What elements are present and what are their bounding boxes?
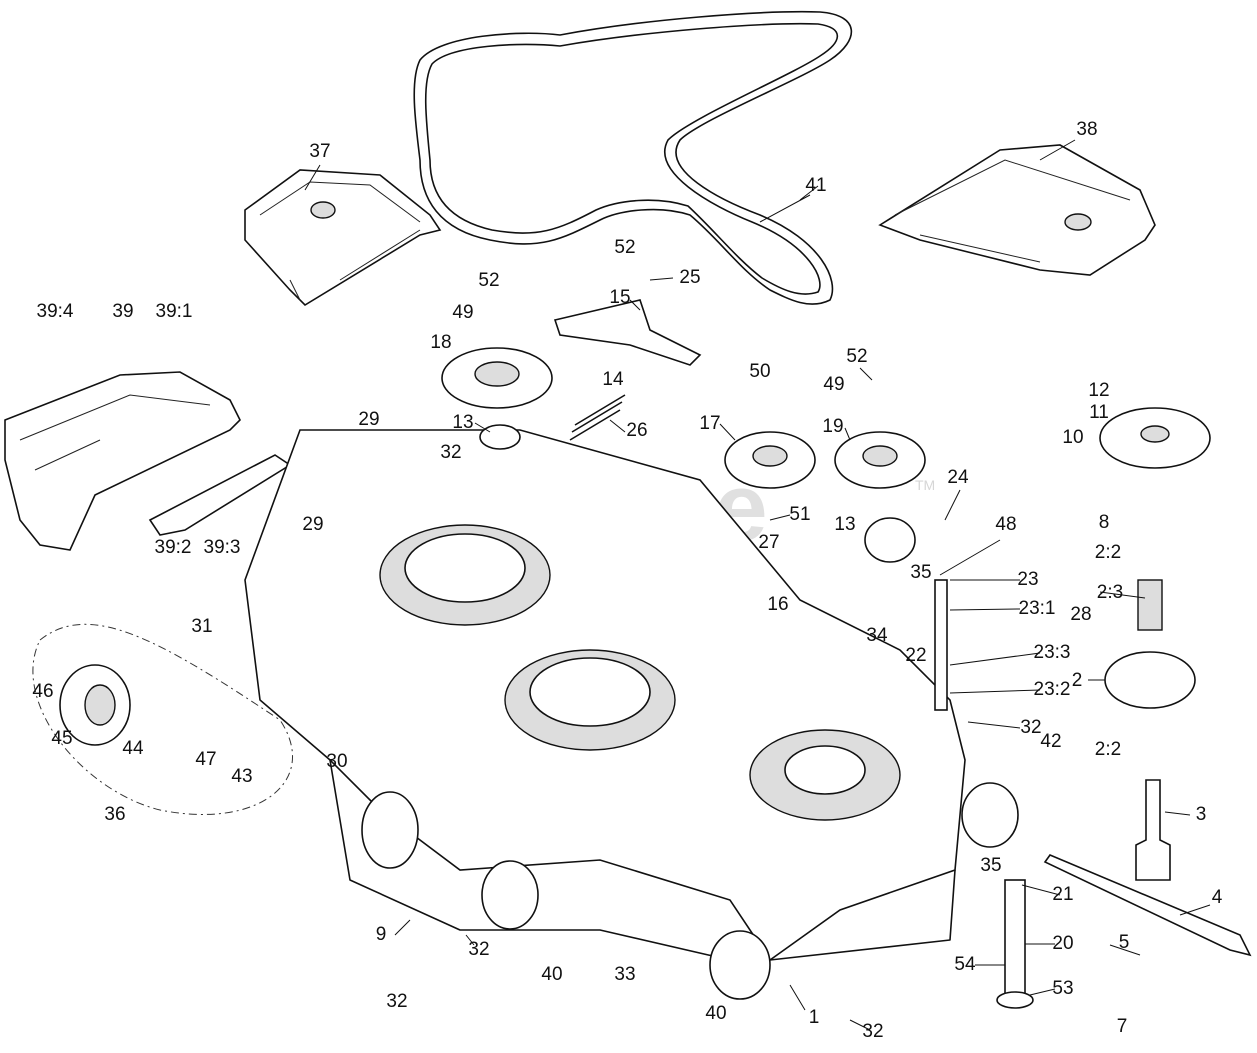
callout: 53 [1052,978,1073,999]
callout: 32 [386,991,407,1012]
callout: 1 [809,1007,820,1028]
callout: 49 [823,374,844,395]
callout: 32 [862,1021,883,1042]
callout: 4 [1212,887,1223,908]
callout: 2 [1072,670,1083,691]
mower-blade [1043,854,1252,957]
callout: 21 [1052,884,1073,905]
callout: 20 [1052,933,1073,954]
callout: 9 [376,924,387,945]
callout: 51 [789,504,810,525]
callout: 22 [905,645,926,666]
callout: 35 [980,855,1001,876]
callout-labels: 37 38 41 52 25 15 52 49 18 14 50 52 49 1… [32,119,1222,1042]
callout: 23 [1017,569,1038,590]
callout: 39:4 [37,301,74,322]
callout: 23:1 [1019,598,1056,619]
deck-front-cover [4,371,241,551]
callout: 33 [614,964,635,985]
callout: 47 [195,749,216,770]
callout: 3 [1196,804,1207,825]
callout: 14 [602,369,624,390]
callout: 15 [609,287,630,308]
callout: 11 [1089,402,1109,423]
callout: 50 [749,361,770,382]
callout: 54 [954,954,976,975]
callout: 39:3 [204,537,241,558]
callout: 27 [758,532,779,553]
drive-belt [413,10,853,305]
callout: 18 [430,332,451,353]
callout: 17 [699,413,720,434]
callout: 2:3 [1097,582,1123,603]
callout: 32 [440,442,461,463]
belt-cover-left [244,169,442,307]
callout: 23:2 [1034,679,1071,700]
callout: 32 [468,939,489,960]
callout: 39:1 [156,301,193,322]
callout: 10 [1062,427,1083,448]
callout: 37 [309,141,330,162]
callout: 13 [834,514,855,535]
callout: 12 [1088,380,1109,401]
callout: 29 [302,514,323,535]
callout: 16 [767,594,788,615]
callout: 48 [995,514,1016,535]
gauge-wheel [361,791,419,869]
callout: 36 [104,804,125,825]
callout: 38 [1076,119,1097,140]
callout: 30 [326,751,347,772]
callout: 39:2 [155,537,192,558]
belt-cover-right [878,144,1156,276]
callout: 35 [910,562,931,583]
callout: 2:2 [1095,542,1121,563]
callout: 42 [1040,731,1061,752]
callout: 25 [679,267,700,288]
callout: 23:3 [1034,642,1071,663]
spindle-shaft-3 [1135,779,1171,881]
callout: 29 [358,409,379,430]
callout: 46 [32,681,53,702]
spindle-housing-2 [1104,651,1196,709]
callout: 44 [122,738,144,759]
callout: 2:2 [1095,739,1121,760]
callout: 45 [51,728,72,749]
callout: 13 [452,412,473,433]
callout: 40 [705,1003,726,1024]
callout: 8 [1099,512,1110,533]
callout: 7 [1117,1016,1128,1037]
callout: 39 [112,301,133,322]
callout: 26 [626,420,647,441]
callout: 5 [1119,932,1130,953]
callout: 52 [614,237,635,258]
callout: 41 [805,175,826,196]
callout: 52 [478,270,499,291]
callout: 19 [822,416,843,437]
callout: 31 [191,616,212,637]
callout: 52 [846,346,867,367]
watermark-tm: TM [915,477,935,493]
callout: 34 [866,625,888,646]
callout: 43 [231,766,252,787]
callout: 24 [947,467,969,488]
spring [569,394,626,441]
callout: 32 [1020,717,1041,738]
callout: 28 [1070,604,1091,625]
idler-arm [553,299,702,366]
callout: 49 [452,302,473,323]
callout: 40 [541,964,562,985]
